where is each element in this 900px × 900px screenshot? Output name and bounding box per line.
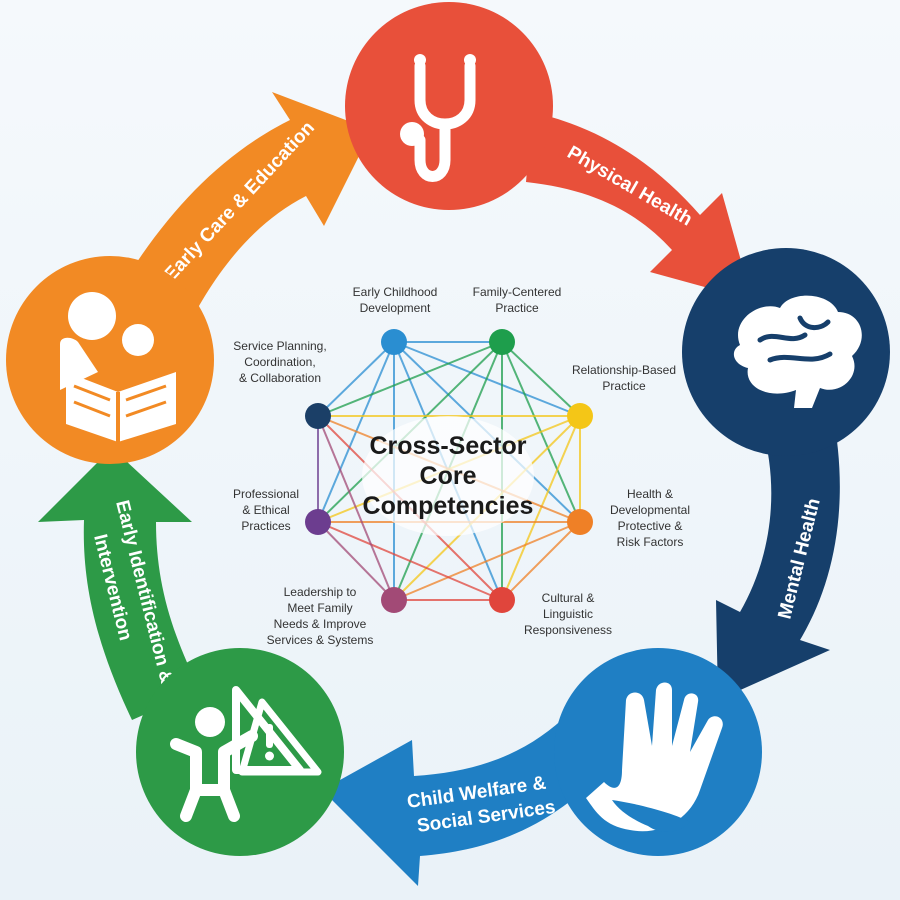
competency-6-line3: Practices: [241, 519, 290, 533]
competency-6-line1: Professional: [233, 487, 299, 501]
reading-icon: [60, 292, 176, 442]
competency-node-0: [381, 329, 407, 355]
competency-node-7: [305, 403, 331, 429]
competency-5-line2: Meet Family: [287, 601, 352, 615]
competency-5-line1: Leadership to: [284, 585, 357, 599]
connection-2-4: [501, 415, 581, 601]
competency-3-line4: Risk Factors: [617, 535, 684, 549]
competency-7-line2: Coordination,: [244, 355, 315, 369]
competency-label-5: Leadership to Meet Family Needs & Improv…: [267, 585, 374, 647]
connection-4-6: [317, 521, 503, 601]
connection-5-7: [317, 415, 395, 601]
connection-3-5: [393, 521, 581, 601]
hub-title-line2: Core: [420, 462, 477, 490]
competency-3-line3: Protective &: [618, 519, 683, 533]
competency-label-4: Cultural & Linguistic Responsiveness: [524, 591, 612, 637]
child-warning-icon: [170, 686, 322, 822]
competency-label-0: Early Childhood Development: [353, 285, 438, 315]
circle-physical-health: [345, 2, 553, 210]
competency-label-6: Professional & Ethical Practices: [233, 487, 299, 533]
connection-3-4: [501, 521, 581, 601]
competency-label-1: Family-Centered Practice: [473, 285, 562, 315]
brain-icon: [733, 295, 862, 408]
competency-1-line2: Practice: [495, 301, 539, 315]
competency-label-7: Service Planning, Coordination, & Collab…: [233, 339, 326, 385]
competency-3-line1: Health &: [627, 487, 673, 501]
competency-7-line1: Service Planning,: [233, 339, 326, 353]
competency-node-6: [305, 509, 331, 535]
competency-node-4: [489, 587, 515, 613]
hub-title-line1: Cross-Sector: [370, 432, 527, 460]
connection-1-7: [317, 341, 503, 417]
competency-5-line3: Needs & Improve: [274, 617, 367, 631]
competency-6-line2: & Ethical: [242, 503, 289, 517]
competency-0-line1: Early Childhood: [353, 285, 438, 299]
competency-connections: [317, 341, 581, 601]
competency-3-line2: Developmental: [610, 503, 690, 517]
competency-2-line1: Relationship-Based: [572, 363, 676, 377]
arrow-mental-health: [716, 410, 840, 700]
competency-2-line2: Practice: [602, 379, 646, 393]
connection-1-2: [501, 341, 581, 417]
competency-4-line2: Linguistic: [543, 607, 593, 621]
competency-label-2: Relationship-Based Practice: [572, 363, 676, 393]
competency-nodes: [305, 329, 593, 613]
competency-node-5: [381, 587, 407, 613]
competency-0-line2: Development: [360, 301, 431, 315]
competency-label-3: Health & Developmental Protective & Risk…: [610, 487, 690, 549]
competency-1-line1: Family-Centered: [473, 285, 562, 299]
stethoscope-icon: [400, 54, 476, 182]
connection-5-6: [317, 521, 395, 601]
arrow-early-identification: [38, 448, 200, 720]
competency-node-2: [567, 403, 593, 429]
competency-node-3: [567, 509, 593, 535]
arrow-child-welfare: [322, 712, 612, 886]
competency-4-line1: Cultural &: [542, 591, 595, 605]
hands-icon: [586, 682, 723, 832]
connection-0-7: [317, 341, 395, 417]
arrow-physical-health: [526, 112, 752, 300]
competency-7-line3: & Collaboration: [239, 371, 321, 385]
competency-5-line4: Services & Systems: [267, 633, 374, 647]
competency-4-line3: Responsiveness: [524, 623, 612, 637]
hub-title-line3: Competencies: [363, 492, 534, 520]
competency-node-1: [489, 329, 515, 355]
hub-backdrop: [362, 416, 534, 536]
